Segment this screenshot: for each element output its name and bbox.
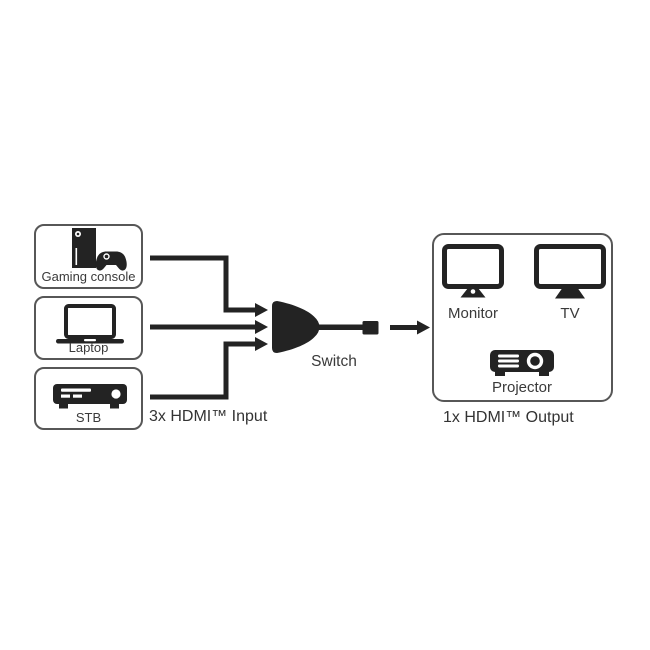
device-label-laptop: Laptop: [68, 340, 109, 355]
tv-label: TV: [560, 305, 580, 322]
wire-stb: [150, 341, 257, 400]
arrowhead-gaming-console: [255, 303, 268, 317]
switch-cable: [317, 324, 364, 330]
monitor-icon: [442, 244, 504, 298]
switch-icon: [272, 301, 320, 353]
laptop-icon: [56, 304, 124, 344]
device-box-stb: STB: [34, 367, 143, 430]
stb-icon: [53, 384, 127, 409]
projector-label: Projector: [491, 379, 553, 396]
arrowhead-stb: [255, 337, 268, 351]
wire-gaming-console: [150, 255, 257, 313]
device-box-laptop: Laptop: [34, 296, 143, 360]
hdmi-plug-icon: [362, 321, 379, 335]
output-caption: 1x HDMI™ Output: [443, 409, 574, 426]
input-caption: 3x HDMI™ Input: [149, 408, 268, 425]
switch-label: Switch: [311, 353, 357, 370]
device-label-gaming-console: Gaming console: [41, 269, 136, 284]
projector-icon: [490, 350, 554, 376]
device-label-stb: STB: [75, 410, 102, 425]
output-box: Monitor TV Projector: [432, 233, 613, 402]
output-arrowhead: [417, 320, 430, 335]
arrowhead-laptop: [255, 320, 268, 334]
monitor-label: Monitor: [447, 305, 499, 322]
gaming-console-icon: [72, 228, 127, 271]
device-box-gaming-console: Gaming console: [34, 224, 143, 289]
tv-icon: [534, 244, 606, 299]
